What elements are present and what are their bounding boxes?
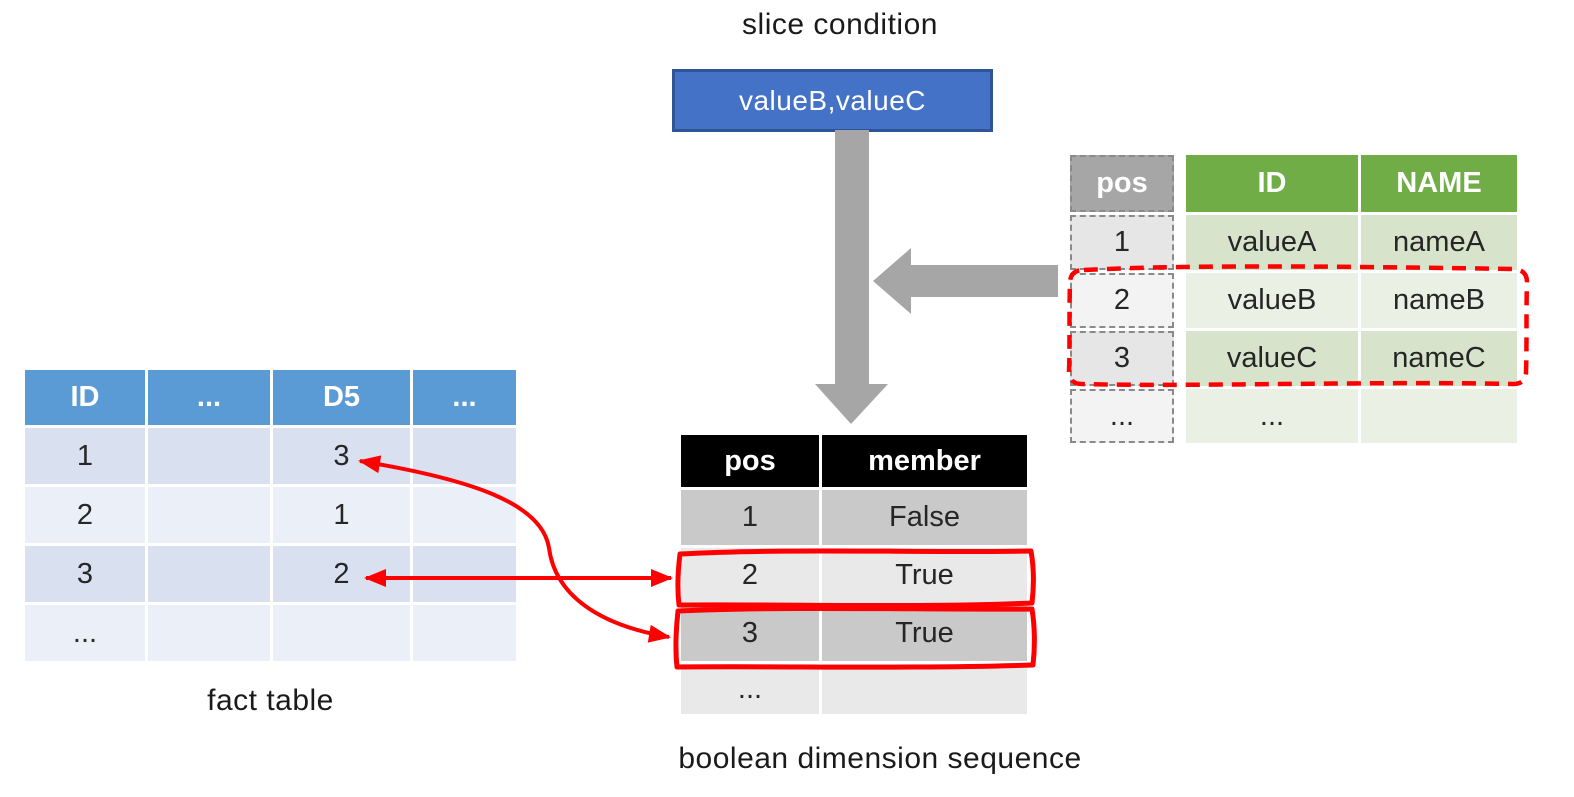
pos-cell: 3 (1070, 331, 1174, 386)
fact-table-label: fact table (207, 684, 334, 717)
fact-cell: 1 (25, 428, 145, 484)
slice-condition-box: valueB,valueC (672, 69, 993, 132)
pos-cell: ... (1070, 389, 1174, 443)
fact-cell (148, 428, 270, 484)
dimension-pos-column: pos 1 2 3 ... (1070, 155, 1174, 443)
fact-column-header: ... (413, 370, 516, 425)
fact-column-header: ... (148, 370, 270, 425)
fact-cell: 3 (273, 428, 410, 484)
dimension-to-center-arrow (873, 248, 1058, 314)
boolean-column-header: pos (681, 435, 819, 487)
fact-table: ID ... D5 ... 1 3 2 1 3 2 ... (25, 370, 516, 661)
dimension-cell: valueC (1186, 331, 1358, 386)
pos-cell: 1 (1070, 215, 1174, 270)
fact-cell: 1 (273, 487, 410, 543)
pos-column-header: pos (1070, 155, 1174, 212)
slice-condition-value: valueB,valueC (738, 84, 927, 116)
boolean-sequence-label: boolean dimension sequence (678, 742, 1082, 775)
fact-cell (413, 546, 516, 602)
fact-cell: 3 (25, 546, 145, 602)
dimension-cell: nameB (1361, 273, 1517, 328)
dimension-cell: valueA (1186, 215, 1358, 270)
boolean-cell: 3 (681, 606, 819, 661)
boolean-cell: True (822, 606, 1027, 661)
dimension-column-header: NAME (1361, 155, 1517, 212)
slice-to-boolean-arrow (815, 130, 888, 424)
boolean-cell: ... (681, 664, 819, 714)
dimension-cell (1361, 389, 1517, 443)
fact-column-header: ID (25, 370, 145, 425)
boolean-cell: 2 (681, 548, 819, 603)
boolean-cell (822, 664, 1027, 714)
dimension-column-header: ID (1186, 155, 1358, 212)
boolean-dimension-table: pos member 1 False 2 True 3 True ... (681, 435, 1027, 714)
fact-cell (148, 605, 270, 661)
boolean-column-header: member (822, 435, 1027, 487)
fact-cell: 2 (25, 487, 145, 543)
boolean-cell: 1 (681, 490, 819, 545)
fact-cell (413, 487, 516, 543)
fact-cell (413, 428, 516, 484)
dimension-cell: ... (1186, 389, 1358, 443)
dimension-cell: nameA (1361, 215, 1517, 270)
fact-column-header: D5 (273, 370, 410, 425)
pos-cell: 2 (1070, 273, 1174, 328)
boolean-cell: False (822, 490, 1027, 545)
fact-cell: 2 (273, 546, 410, 602)
dimension-table: ID NAME valueA nameA valueB nameB valueC… (1186, 155, 1517, 443)
fact-cell (148, 487, 270, 543)
fact-cell (148, 546, 270, 602)
fact-cell (273, 605, 410, 661)
slice-condition-label: slice condition (742, 8, 938, 41)
boolean-cell: True (822, 548, 1027, 603)
dimension-cell: nameC (1361, 331, 1517, 386)
fact-cell (413, 605, 516, 661)
dimension-cell: valueB (1186, 273, 1358, 328)
fact-cell: ... (25, 605, 145, 661)
